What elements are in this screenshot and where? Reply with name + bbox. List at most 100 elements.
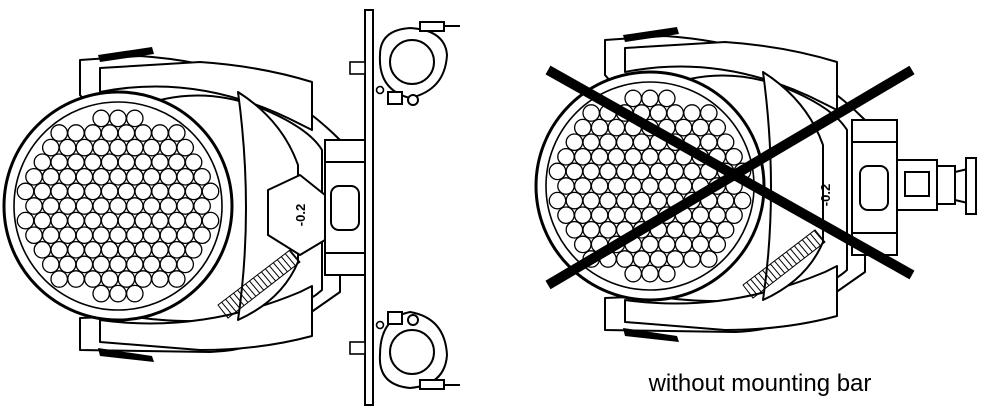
led-cell [134,182,153,201]
led-cell [716,220,735,239]
led-cell [565,133,584,152]
led-cell [83,124,102,142]
led-cell [691,118,710,137]
led-cell [125,226,144,245]
led-cell [67,240,85,259]
led-cell [167,182,186,201]
led-cell [557,177,575,195]
led-cell [201,211,220,230]
led-cell [58,226,77,245]
led-cell [699,104,718,122]
led-cell [117,124,136,142]
led-cell [109,109,127,128]
led-cell [50,182,69,201]
led-cell [590,147,609,166]
led-cell [75,138,94,157]
led-cell [699,250,718,268]
led-cell [41,167,60,186]
led-cell [83,182,102,201]
led-cell [100,240,119,259]
fixture-with-mounting-bar: -0.2 [2,9,460,406]
led-cell [159,167,178,186]
led-cell [75,197,94,215]
led-cell [557,206,575,225]
housing-grip-top-right [623,27,679,42]
led-cell [615,162,634,181]
led-cell [632,162,651,181]
led-cell [151,182,169,201]
led-cell [125,167,144,186]
led-cell [117,240,136,259]
led-cell [683,104,701,122]
cross-mark-icon [545,65,915,290]
led-cell [67,211,85,230]
led-cell [167,124,186,142]
led-cell [83,270,102,288]
led-cell [548,191,567,210]
led-cell [109,138,127,157]
led-cell [92,109,111,128]
led-cell [657,177,676,195]
led-cell [615,191,634,210]
led-cell [25,197,43,215]
led-cell [641,89,659,108]
led-cell [92,167,111,186]
led-cell [41,197,60,215]
led-cell [25,167,43,186]
led-cell [641,235,659,254]
fixture-without-mounting-bar: -0.2 [534,27,977,342]
led-cell [50,124,69,142]
led-cell [565,191,584,210]
led-cell [92,197,111,215]
led-cell [16,211,35,230]
led-cell [691,235,710,254]
led-cell [125,197,144,215]
led-cell [716,191,735,210]
led-cell [184,240,203,259]
led-cell [151,124,169,142]
led-cell [193,167,211,186]
led-cell [50,270,69,288]
led-cell [83,211,102,230]
mount-connector [324,139,366,276]
led-cell [649,104,668,122]
led-cell [109,167,127,186]
fixture-housing-right [604,35,866,333]
led-cell [67,153,85,172]
led-array-right [548,89,752,283]
led-cell [184,153,203,172]
led-cell [33,211,52,230]
led-cell [666,162,685,181]
led-cell [607,206,626,225]
led-cell [75,167,94,186]
led-cell [109,226,127,245]
led-cell [657,147,676,166]
led-cell [201,182,220,201]
led-cell [582,133,601,152]
led-cell [75,226,94,245]
led-cell [725,147,743,166]
led-cell [590,206,609,225]
mounting-bar [364,9,374,406]
led-cell [582,191,601,210]
led-cell [582,104,601,122]
led-cell [134,211,153,230]
housing-grip-bottom [98,348,154,362]
led-cell [666,220,685,239]
led-cell [50,211,69,230]
led-cell [674,177,693,195]
led-cell [649,162,668,181]
led-cell [699,220,718,239]
led-cell [674,118,693,137]
led-cell [725,206,743,225]
led-cell [83,153,102,172]
figure-caption: without mounting bar [648,370,872,397]
led-cell [142,167,161,186]
led-cell [167,240,186,259]
led-cell [657,89,676,108]
led-cell [193,226,211,245]
led-cell [92,226,111,245]
led-cell [33,240,52,259]
led-cell [117,270,136,288]
